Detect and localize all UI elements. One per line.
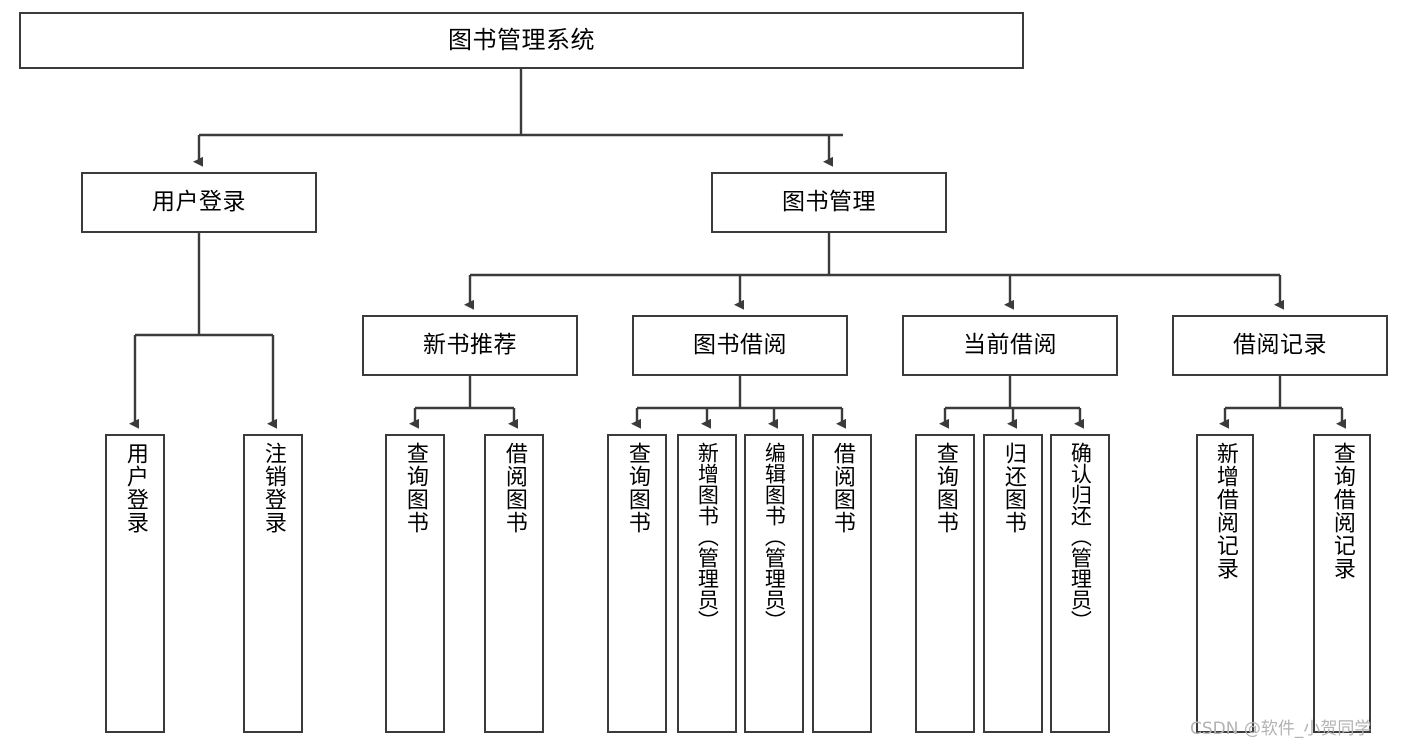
node-new-book-recommend[interactable]: 新书推荐 [362, 315, 578, 376]
node-book-borrow-label: 图书借阅 [693, 331, 787, 358]
node-leaf-user-logout[interactable]: 注销登录 [243, 434, 303, 733]
node-root-label: 图书管理系统 [448, 26, 595, 55]
node-leaf-borrow-edit-book-label: 编辑图书（管理员） [762, 442, 787, 631]
node-leaf-borrow-query-book-label: 查询图书 [624, 442, 650, 534]
node-leaf-borrow-add-book[interactable]: 新增图书（管理员） [677, 434, 737, 733]
node-leaf-cur-confirm-return[interactable]: 确认归还（管理员） [1050, 434, 1110, 733]
node-leaf-rec-query-record-label: 查询借阅记录 [1329, 442, 1355, 580]
node-book-manage[interactable]: 图书管理 [711, 172, 947, 233]
node-leaf-rec-query-book-label: 查询图书 [402, 442, 428, 534]
node-leaf-cur-return-book[interactable]: 归还图书 [983, 434, 1043, 733]
node-current-borrow[interactable]: 当前借阅 [902, 315, 1118, 376]
node-borrow-record[interactable]: 借阅记录 [1172, 315, 1388, 376]
node-leaf-rec-query-book[interactable]: 查询图书 [385, 434, 445, 733]
node-current-borrow-label: 当前借阅 [963, 331, 1057, 358]
node-user-login[interactable]: 用户登录 [81, 172, 317, 233]
node-borrow-record-label: 借阅记录 [1233, 331, 1327, 358]
node-root[interactable]: 图书管理系统 [19, 12, 1024, 69]
node-leaf-cur-query-book[interactable]: 查询图书 [915, 434, 975, 733]
node-leaf-borrow-borrow-book-label: 借阅图书 [829, 442, 855, 534]
node-leaf-user-login-label: 用户登录 [122, 442, 148, 534]
node-leaf-user-logout-label: 注销登录 [260, 442, 286, 534]
node-leaf-borrow-add-book-label: 新增图书（管理员） [695, 442, 720, 631]
node-leaf-borrow-borrow-book[interactable]: 借阅图书 [812, 434, 872, 733]
node-leaf-rec-add-record-label: 新增借阅记录 [1212, 442, 1238, 580]
node-leaf-rec-add-record[interactable]: 新增借阅记录 [1196, 434, 1254, 733]
node-leaf-rec-borrow-book[interactable]: 借阅图书 [484, 434, 544, 733]
node-leaf-borrow-query-book[interactable]: 查询图书 [607, 434, 667, 733]
csdn-watermark: CSDN @软件_小贺同学 [1190, 719, 1372, 739]
node-book-borrow[interactable]: 图书借阅 [632, 315, 848, 376]
node-leaf-cur-confirm-return-label: 确认归还（管理员） [1068, 442, 1093, 631]
node-user-login-label: 用户登录 [152, 188, 246, 215]
node-new-book-recommend-label: 新书推荐 [423, 331, 517, 358]
node-leaf-user-login[interactable]: 用户登录 [105, 434, 165, 733]
node-leaf-cur-query-book-label: 查询图书 [932, 442, 958, 534]
node-leaf-cur-return-book-label: 归还图书 [1000, 442, 1026, 534]
node-leaf-borrow-edit-book[interactable]: 编辑图书（管理员） [744, 434, 804, 733]
node-leaf-rec-borrow-book-label: 借阅图书 [501, 442, 527, 534]
node-leaf-rec-query-record[interactable]: 查询借阅记录 [1313, 434, 1371, 733]
node-book-manage-label: 图书管理 [782, 188, 876, 215]
